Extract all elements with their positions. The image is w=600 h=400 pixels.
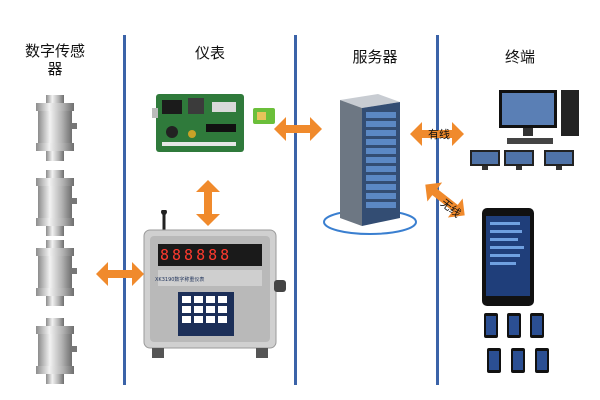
smartphone-icon [530, 313, 544, 338]
column-divider-2 [294, 35, 297, 385]
smartphone-icon [507, 313, 521, 338]
desktop-pc-icon [470, 150, 500, 170]
load-cell-icon [36, 95, 77, 161]
load-cell-icon [36, 170, 77, 236]
smartphone-icon [487, 348, 501, 373]
double-arrow-board-indicator [196, 180, 220, 226]
indicator-display-digits: 888888 [160, 246, 233, 264]
column-title-instrument-text: 仪表 [194, 44, 225, 62]
column-divider-1 [123, 35, 126, 385]
weighing-indicator-icon [143, 210, 286, 358]
column-title-server: 服务器 [335, 48, 415, 66]
smartphone-icon [535, 348, 549, 373]
load-cell-icon [36, 240, 77, 306]
column-title-server-text: 服务器 [352, 48, 398, 66]
desktop-pc-icon [499, 90, 579, 144]
desktop-pc-icon [544, 150, 574, 170]
double-arrow-wired [410, 122, 464, 146]
column-title-sensor: 数字传感器 [20, 42, 90, 78]
circuit-board-icon [152, 94, 244, 152]
double-arrow-instrument-server [274, 117, 322, 141]
column-title-sensor-text: 数字传感器 [24, 42, 85, 78]
column-divider-3 [436, 35, 439, 385]
smartphone-icon [484, 313, 498, 338]
desktop-pc-icon [504, 150, 534, 170]
indicator-brand-label: XK3190数字称重仪表 [155, 277, 205, 283]
smartphone-icon [482, 208, 534, 306]
column-title-terminal: 终端 [495, 48, 545, 66]
smartphone-icon [511, 348, 525, 373]
double-arrow-sensor-indicator [96, 262, 144, 286]
server-rack-icon [323, 94, 417, 235]
column-title-instrument: 仪表 [180, 44, 240, 62]
link-label-wired: 有线 [428, 128, 450, 141]
double-arrow-wireless [425, 182, 465, 218]
load-cell-icon [36, 318, 77, 384]
sim-card-icon [253, 108, 275, 124]
column-title-terminal-text: 终端 [504, 48, 535, 66]
